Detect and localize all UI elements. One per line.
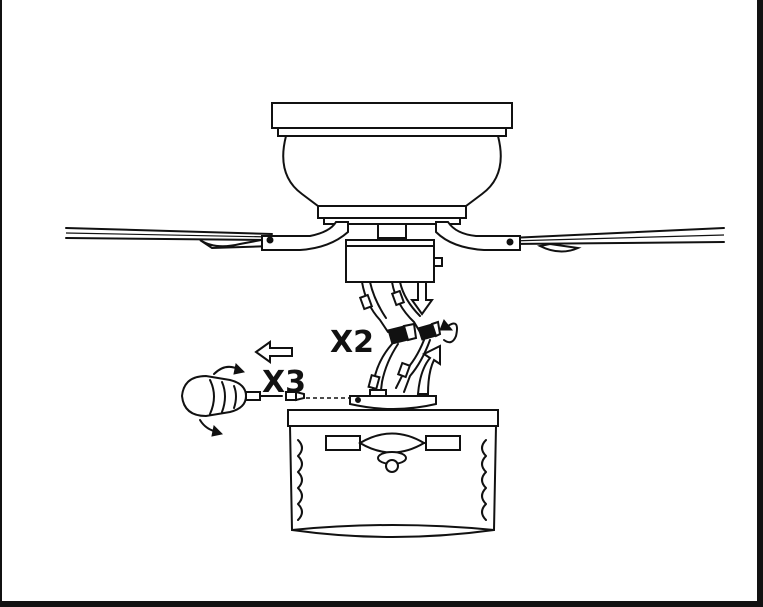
fan-motor-housing xyxy=(271,102,513,225)
blade-bracket-right xyxy=(435,221,521,251)
light-kit-bowl xyxy=(287,409,499,538)
twist-arrow-icon xyxy=(439,319,458,344)
screw-icon xyxy=(285,390,305,402)
fan-blade-left xyxy=(65,227,273,250)
blade-bracket-left xyxy=(261,221,349,251)
wire-connector-icon xyxy=(387,322,418,345)
light-kit-center-hub xyxy=(358,432,426,473)
screwdriver-icon xyxy=(180,374,283,418)
rotation-arrow-icon xyxy=(199,362,246,437)
wire-connector-icon xyxy=(417,320,442,341)
light-kit-adapter-plate xyxy=(349,389,437,410)
fan-blade-right xyxy=(509,227,725,253)
fan-wires xyxy=(358,281,421,333)
light-kit-wires xyxy=(367,339,431,399)
switch-housing xyxy=(345,223,443,283)
wire-connector-quantity-callout: X2 xyxy=(330,325,374,360)
arrow-up-icon xyxy=(416,344,441,395)
arrow-left-icon xyxy=(254,340,293,364)
arrow-down-icon xyxy=(410,281,434,316)
